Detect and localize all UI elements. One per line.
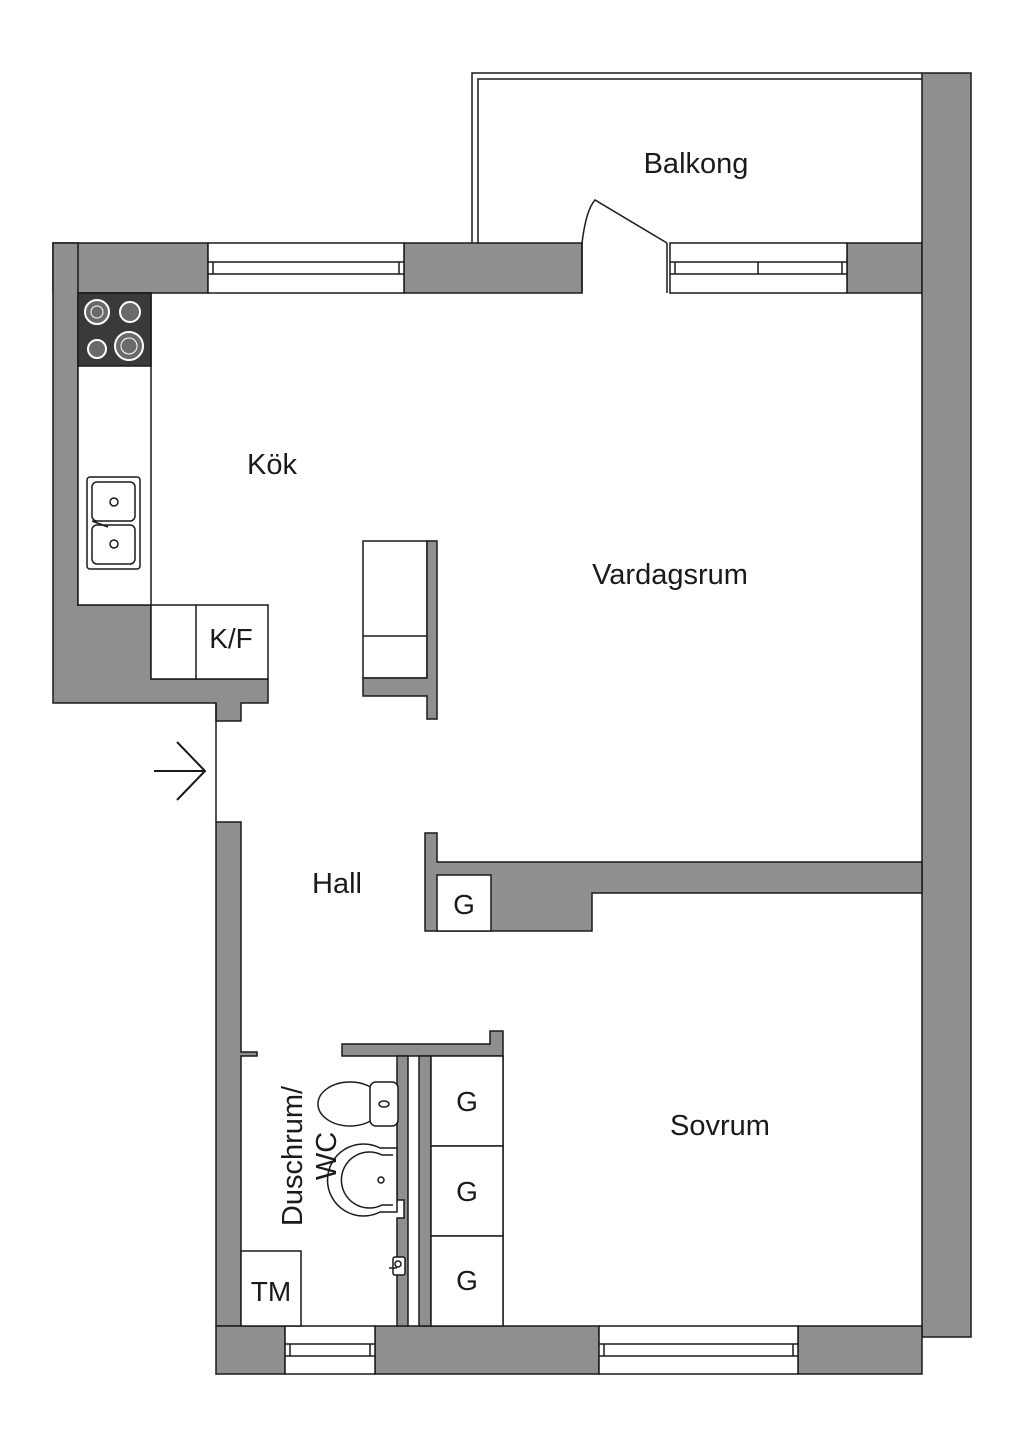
window-bedroom — [598, 1325, 799, 1375]
sink-icon — [86, 476, 141, 570]
window-bathroom — [284, 1325, 376, 1375]
living-bedroom-wall — [424, 832, 923, 932]
window-kitchen — [207, 242, 405, 294]
entrance-arrow-icon — [154, 741, 207, 801]
shower-tap-icon — [389, 1256, 406, 1276]
entrance — [154, 703, 217, 822]
wardrobe-1-label: G — [456, 1086, 478, 1117]
bottom-wall-mid — [374, 1325, 600, 1375]
wardrobe-2-label: G — [456, 1176, 478, 1207]
toilet-icon — [317, 1081, 399, 1127]
washing-machine-label: TM — [251, 1276, 291, 1307]
bathroom-top-wall — [341, 1030, 504, 1057]
bottom-wall-right — [797, 1325, 923, 1375]
fridge-freezer: K/F — [150, 604, 269, 680]
exterior-walls — [52, 72, 972, 1375]
washing-machine: TM — [240, 1250, 302, 1327]
wardrobe-1 — [430, 1055, 504, 1147]
windows — [207, 242, 848, 1375]
top-wall-right — [846, 242, 923, 294]
room-label-bathroom-line1: Duschrum/ — [277, 1085, 309, 1226]
hall-wardrobe — [436, 874, 492, 932]
room-label-hall: Hall — [312, 868, 362, 900]
bedroom-wardrobes: G G G — [430, 1055, 504, 1327]
kitchen-island — [362, 540, 438, 720]
wardrobe-3-label: G — [456, 1265, 478, 1296]
hall-wardrobe-label: G — [453, 889, 475, 920]
washbasin-icon — [326, 1143, 398, 1217]
room-label-kitchen: Kök — [247, 449, 297, 481]
room-label-bedroom: Sovrum — [670, 1110, 770, 1142]
room-label-balcony: Balkong — [644, 148, 749, 180]
wardrobe-3 — [430, 1235, 504, 1327]
room-label-living: Vardagsrum — [592, 559, 748, 591]
bedroom-left-wall — [418, 1055, 432, 1327]
top-wall-mid — [403, 242, 583, 294]
balcony-door — [581, 199, 668, 293]
bottom-wall-left — [215, 1325, 286, 1375]
room-label-bathroom: Duschrum/ WC — [277, 1085, 343, 1226]
stove-icon — [77, 292, 152, 367]
interior-walls: G — [341, 832, 923, 1327]
fridge-freezer-label: K/F — [209, 623, 253, 654]
wardrobe-2 — [430, 1145, 504, 1237]
room-label-bathroom-line2: WC — [311, 1132, 343, 1180]
right-wall — [921, 72, 972, 1338]
balcony — [471, 72, 922, 243]
window-living — [669, 242, 848, 294]
